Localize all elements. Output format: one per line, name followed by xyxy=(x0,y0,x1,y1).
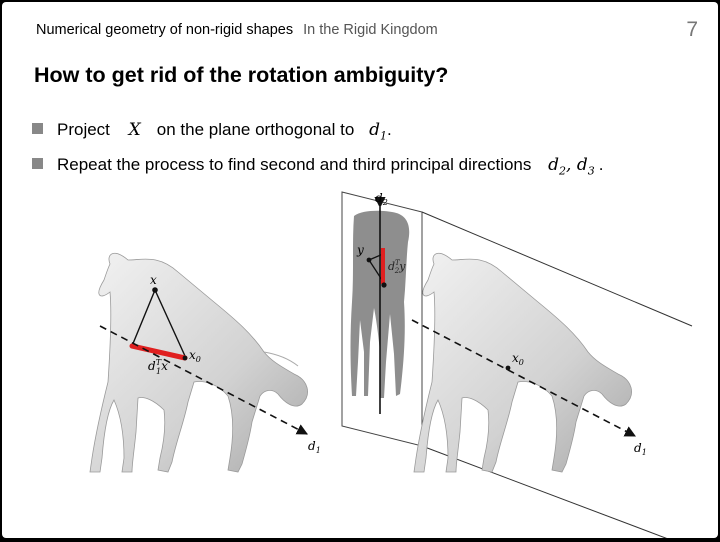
point-x xyxy=(152,287,158,293)
label-x: x xyxy=(150,273,157,287)
projection-line xyxy=(154,289,186,357)
bullet-text: on the plane orthogonal to xyxy=(156,120,355,139)
plane-guide xyxy=(421,211,693,327)
math-symbol: d1 xyxy=(369,120,387,143)
horse-body-shape xyxy=(89,252,308,473)
section-title: In the Rigid Kingdom xyxy=(303,22,438,38)
horse-body-shape xyxy=(413,252,632,473)
principal-axis-d1 xyxy=(99,325,308,435)
label-d1: d1 xyxy=(634,441,647,457)
bullet-punct: . xyxy=(386,120,392,139)
label-y: y xyxy=(356,243,364,257)
bullet-text: Project xyxy=(57,120,110,139)
principal-axis-d1 xyxy=(411,319,636,437)
bullet-repeat: Repeat the process to find second and th… xyxy=(32,155,603,177)
label-x0: x0 xyxy=(189,348,201,364)
course-title: Numerical geometry of non-rigid shapes xyxy=(36,22,294,38)
projection-line xyxy=(131,289,156,347)
point-y xyxy=(366,257,372,263)
bullet-marker-icon xyxy=(32,123,43,134)
page-number: 7 xyxy=(686,18,698,41)
bullet-text: Repeat the process to find second and th… xyxy=(57,155,532,174)
math-symbol: X xyxy=(128,120,141,140)
label-d2: d2 xyxy=(375,191,388,207)
bullet-punct: . xyxy=(598,155,604,174)
plane-guide xyxy=(421,445,667,538)
slide-header: Numerical geometry of non-rigid shapes I… xyxy=(36,22,438,38)
right-horse: x0 d1 xyxy=(411,252,647,473)
point-x0 xyxy=(505,365,511,371)
bullet-marker-icon xyxy=(32,158,43,169)
label-d1: d1 xyxy=(308,439,321,455)
slide-title: How to get rid of the rotation ambiguity… xyxy=(34,63,449,87)
point-x0 xyxy=(182,355,188,361)
projection-highlight xyxy=(129,343,188,361)
math-symbol: d2, d3 xyxy=(548,155,595,178)
projection-line xyxy=(368,253,384,261)
point-origin xyxy=(381,282,387,288)
label-x0: x0 xyxy=(512,351,524,367)
